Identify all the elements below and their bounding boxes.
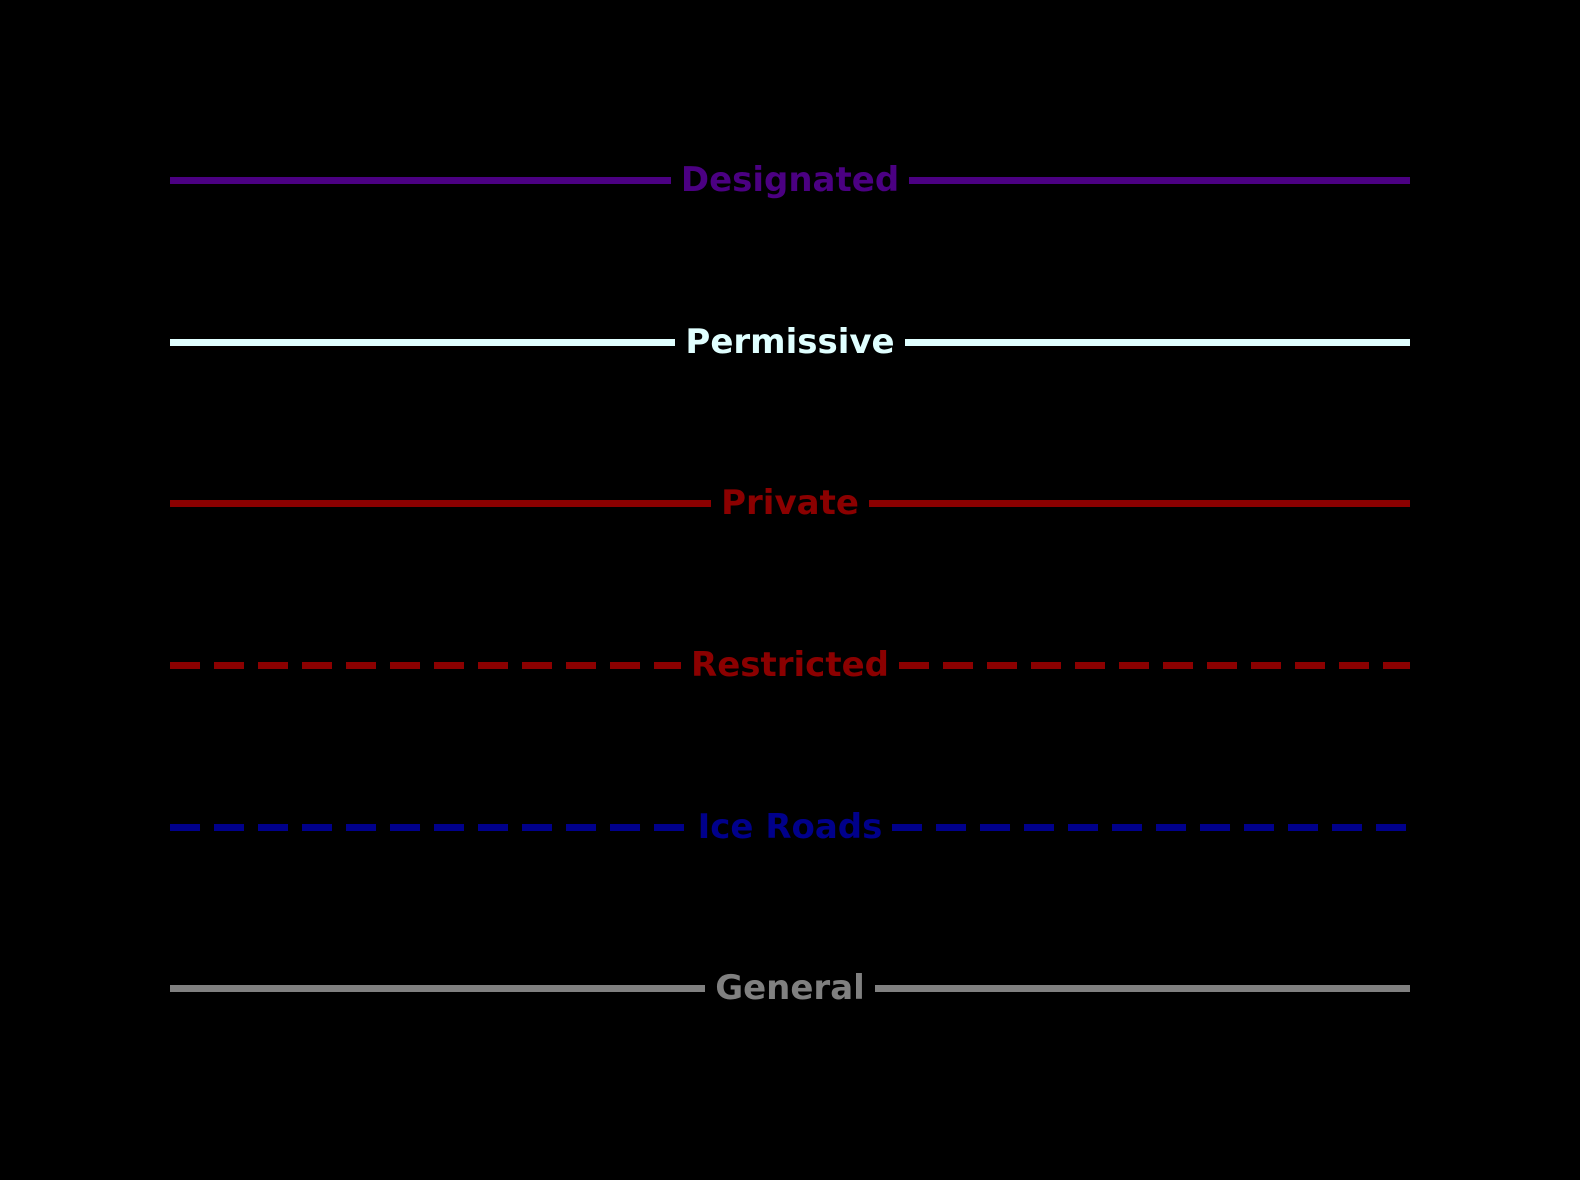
legend-row-general: General	[170, 960, 1411, 1016]
legend-line-right	[874, 984, 1411, 992]
legend-line-right	[909, 176, 1410, 184]
legend-line-right	[868, 499, 1411, 507]
legend-line-right	[898, 661, 1410, 669]
legend-label-restricted: Restricted	[691, 645, 889, 685]
legend-label-designated: Designated	[680, 160, 900, 200]
legend-line-left	[170, 661, 682, 669]
legend-line-left	[170, 823, 688, 831]
legend-line-right	[904, 338, 1410, 346]
legend-label-permissive: Permissive	[685, 322, 895, 362]
legend-row-ice-roads: Ice Roads	[170, 799, 1411, 855]
legend-label-ice-roads: Ice Roads	[697, 807, 883, 847]
legend-row-permissive: Permissive	[170, 314, 1410, 370]
legend-row-restricted: Restricted	[170, 637, 1410, 693]
legend-line-left	[170, 176, 671, 184]
legend-row-private: Private	[170, 475, 1411, 531]
legend-line-left	[170, 499, 712, 507]
legend-label-private: Private	[721, 483, 859, 523]
legend-row-designated: Designated	[170, 152, 1410, 208]
legend-line-right	[892, 823, 1411, 831]
legend-label-general: General	[715, 968, 865, 1008]
legend-line-left	[170, 338, 676, 346]
legend-line-left	[170, 984, 706, 992]
